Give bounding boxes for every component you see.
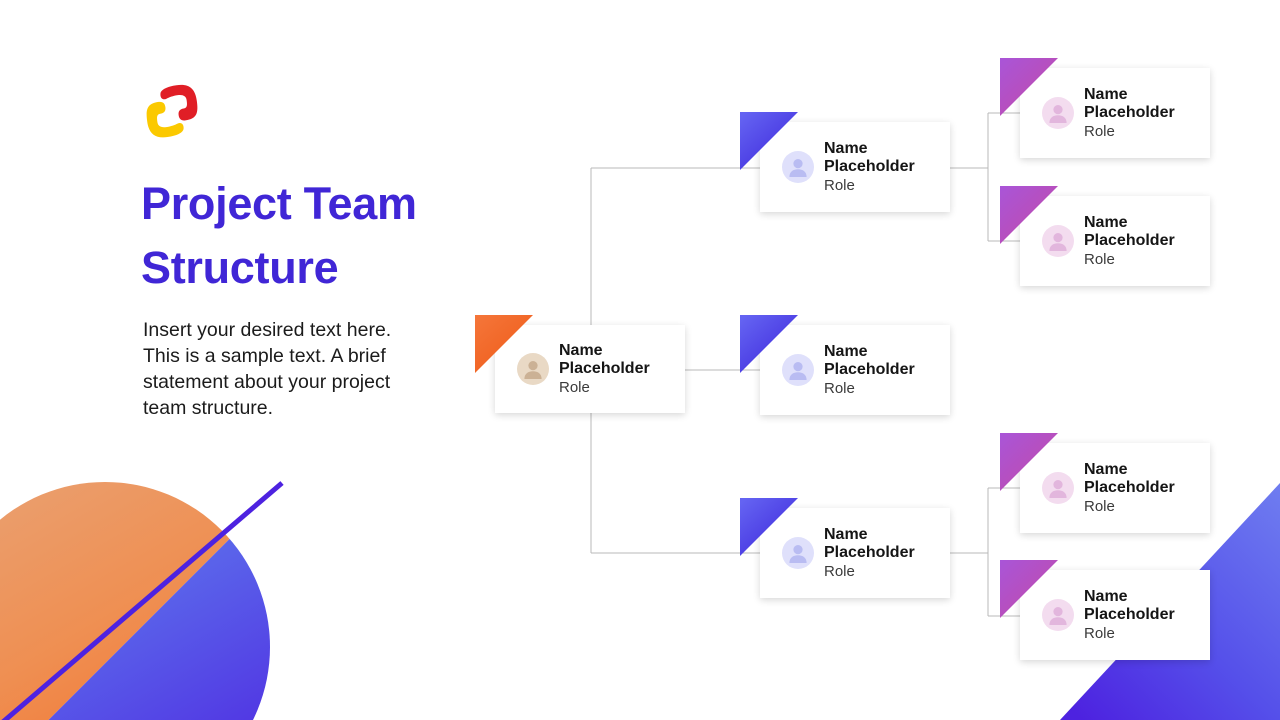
- card-role: Role: [1084, 250, 1115, 268]
- org-card-level3-1[interactable]: Name Placeholder Role: [1000, 58, 1210, 158]
- org-card-root[interactable]: Name Placeholder Role: [475, 315, 685, 413]
- org-card-level3-3[interactable]: Name Placeholder Role: [1000, 433, 1210, 533]
- card-role: Role: [824, 176, 855, 194]
- avatar-icon: [1042, 97, 1074, 129]
- org-card-level2-1[interactable]: Name Placeholder Role: [740, 112, 950, 212]
- card-role: Role: [824, 562, 855, 580]
- card-role: Role: [559, 378, 590, 396]
- org-card-level2-2[interactable]: Name Placeholder Role: [740, 315, 950, 415]
- card-name: Name Placeholder: [824, 525, 915, 561]
- card-corner-triangle-blue-icon: [740, 112, 798, 170]
- card-corner-triangle-orange-icon: [475, 315, 533, 373]
- avatar-icon: [782, 354, 814, 386]
- card-role: Role: [1084, 497, 1115, 515]
- card-corner-triangle-pink-icon: [1000, 560, 1058, 618]
- decor-split-circle: [0, 482, 270, 720]
- card-name: Name Placeholder: [824, 342, 915, 378]
- card-corner-triangle-pink-icon: [1000, 58, 1058, 116]
- avatar-icon: [782, 537, 814, 569]
- avatar-icon: [1042, 599, 1074, 631]
- avatar-icon: [1042, 472, 1074, 504]
- card-role: Role: [1084, 122, 1115, 140]
- card-corner-triangle-blue-icon: [740, 498, 798, 556]
- card-role: Role: [1084, 624, 1115, 642]
- page-title: Project Team Structure: [141, 178, 417, 293]
- org-card-level3-2[interactable]: Name Placeholder Role: [1000, 186, 1210, 286]
- card-name: Name Placeholder: [824, 139, 915, 175]
- card-corner-triangle-pink-icon: [1000, 433, 1058, 491]
- org-card-level3-4[interactable]: Name Placeholder Role: [1000, 560, 1210, 660]
- brand-logo-icon: [146, 84, 198, 138]
- avatar-icon: [517, 353, 549, 385]
- org-card-level2-3[interactable]: Name Placeholder Role: [740, 498, 950, 598]
- page-description: Insert your desired text here. This is a…: [143, 319, 392, 419]
- card-corner-triangle-blue-icon: [740, 315, 798, 373]
- card-name: Name Placeholder: [1084, 460, 1175, 496]
- card-role: Role: [824, 379, 855, 397]
- card-name: Name Placeholder: [1084, 213, 1175, 249]
- avatar-icon: [1042, 225, 1074, 257]
- card-name: Name Placeholder: [1084, 587, 1175, 623]
- avatar-icon: [782, 151, 814, 183]
- card-corner-triangle-pink-icon: [1000, 186, 1058, 244]
- card-name: Name Placeholder: [1084, 85, 1175, 121]
- card-name: Name Placeholder: [559, 341, 650, 377]
